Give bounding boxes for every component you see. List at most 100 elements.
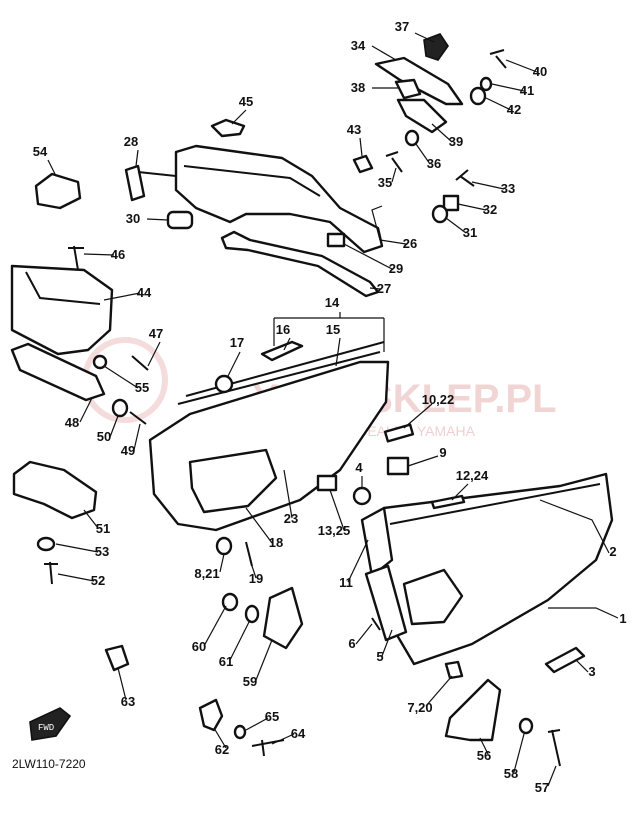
- leader-11: [347, 539, 369, 583]
- leader-lines: [47, 32, 619, 787]
- label-10-22: [383, 423, 415, 443]
- callout-c17: 17: [230, 335, 244, 350]
- bolt-33: [455, 169, 475, 187]
- callout-c46: 46: [111, 247, 125, 262]
- leader-23: [283, 469, 293, 519]
- callout-c15: 15: [326, 322, 340, 337]
- leader-18: [245, 507, 273, 544]
- bracket-45: [210, 118, 246, 138]
- leader-63: [117, 667, 127, 701]
- battery-case-44: [10, 264, 114, 356]
- leader-62: [213, 727, 227, 749]
- callout-c31: 31: [463, 225, 477, 240]
- callout-c51: 51: [96, 521, 110, 536]
- callout-c61: 61: [219, 654, 233, 669]
- leader-30: [146, 218, 169, 221]
- clip-63: [104, 644, 130, 672]
- trim-3: [544, 646, 586, 674]
- leader-56: [479, 737, 489, 755]
- callout-c47: 47: [149, 326, 163, 341]
- leader-34: [371, 45, 397, 61]
- washer-50: [111, 398, 129, 418]
- leader-37: [414, 32, 435, 43]
- callout-c63: 63: [121, 694, 135, 709]
- callout-c40: 40: [533, 64, 547, 79]
- callout-c60: 60: [192, 639, 206, 654]
- callout-c1325: 13,25: [318, 523, 351, 538]
- leader-45: [231, 109, 247, 125]
- callout-c3: 3: [588, 664, 595, 679]
- seat-cowl-group: [124, 118, 384, 298]
- bolt-35: [385, 151, 403, 173]
- label-12-24: [430, 494, 466, 510]
- callout-c56: 56: [477, 748, 491, 763]
- clip-29: [326, 232, 346, 248]
- callout-c39: 39: [449, 134, 463, 149]
- callout-c821: 8,21: [194, 566, 219, 581]
- grommet-8-21: [215, 536, 233, 556]
- callout-c19: 19: [249, 571, 263, 586]
- callout-c35: 35: [378, 175, 392, 190]
- leader-54: [47, 159, 57, 177]
- label-9: [386, 456, 410, 476]
- callout-c49: 49: [121, 443, 135, 458]
- grommet-53: [36, 536, 56, 552]
- callout-c27: 27: [377, 281, 391, 296]
- callout-c58: 58: [504, 766, 518, 781]
- callout-c26: 26: [403, 236, 417, 251]
- callout-c1022: 10,22: [422, 392, 455, 407]
- stripe-2: [389, 483, 601, 525]
- leader-14: [273, 312, 385, 352]
- nut-42: [469, 86, 487, 106]
- grommet-60: [221, 592, 239, 612]
- reference-code: 2LW110-7220: [12, 757, 86, 771]
- leader-32: [457, 203, 487, 211]
- rear-cowl-26: [174, 144, 384, 254]
- leader-49: [133, 423, 141, 451]
- bolt-57: [547, 729, 561, 767]
- clip-7-20: [444, 660, 464, 680]
- callout-c23: 23: [284, 511, 298, 526]
- nut-65: [233, 724, 247, 740]
- leader-2: [539, 499, 610, 554]
- callout-c33: 33: [501, 181, 515, 196]
- bracket-11: [360, 506, 394, 578]
- leader-5: [381, 629, 393, 657]
- lower-bracket-group: [198, 586, 561, 767]
- leader-55: [103, 365, 139, 389]
- callout-c45: 45: [239, 94, 253, 109]
- callout-c16: 16: [276, 322, 290, 337]
- holder-51: [12, 460, 98, 520]
- leader-29: [343, 243, 393, 270]
- callout-c2: 2: [609, 544, 616, 559]
- fwd-arrow: [29, 707, 72, 741]
- leader-26: [371, 205, 407, 245]
- cowl-inner-line: [183, 165, 321, 197]
- leader-44: [103, 292, 141, 301]
- leader-65: [245, 717, 269, 731]
- callout-c1224: 12,24: [456, 468, 489, 483]
- leader-13-25: [329, 489, 345, 531]
- leader-33: [471, 181, 505, 190]
- leader-60: [203, 605, 227, 647]
- washer-61: [244, 604, 260, 624]
- leader-52: [57, 573, 95, 582]
- callout-c52: 52: [91, 573, 105, 588]
- left-side-cover-group: [148, 340, 415, 567]
- callout-c18: 18: [269, 535, 283, 550]
- bolt-47: [131, 355, 149, 371]
- leader-27: [369, 287, 381, 290]
- callout-c43: 43: [347, 122, 361, 137]
- washer-41: [479, 76, 493, 92]
- leader-35: [391, 167, 397, 183]
- callout-c5: 5: [376, 649, 383, 664]
- leader-36: [415, 143, 431, 165]
- lock-assembly-group: [374, 33, 507, 224]
- plate-34: [374, 56, 464, 106]
- leader-42: [485, 97, 512, 111]
- right-side-cover-group: [360, 472, 614, 680]
- callout-c57: 57: [535, 780, 549, 795]
- fwd-label: FWD: [38, 723, 54, 733]
- band-48: [10, 342, 106, 402]
